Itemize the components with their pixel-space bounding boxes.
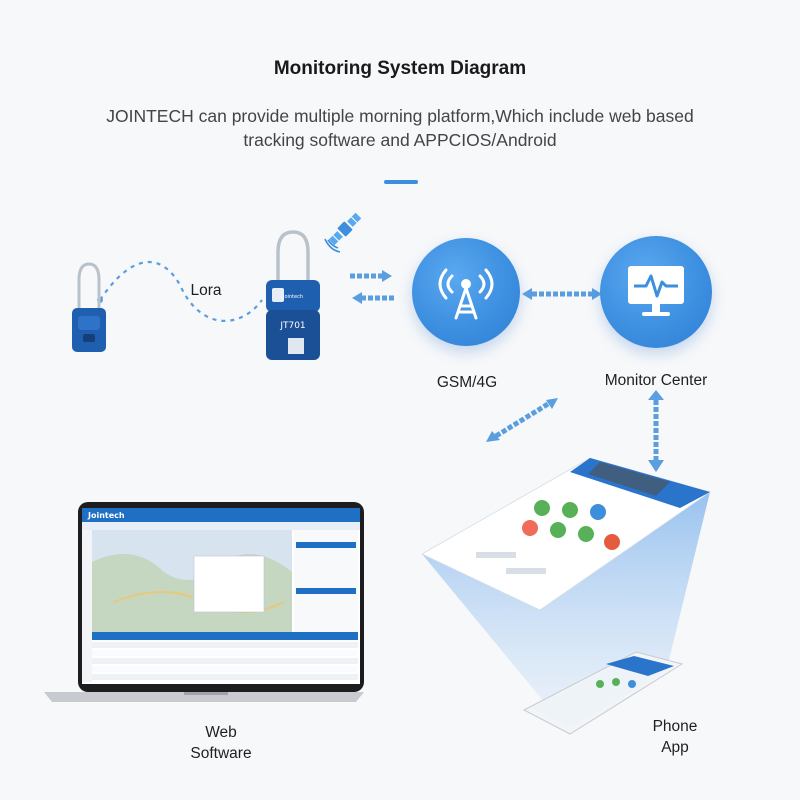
web-label-line-2: Software xyxy=(190,745,252,762)
subtitle-line-2: tracking software and APPCIOS/Android xyxy=(243,130,557,150)
lora-label: Lora xyxy=(190,282,222,299)
diagram-title: Monitoring System Diagram xyxy=(273,58,527,79)
small-padlock-device xyxy=(72,262,106,352)
monitor-heartbeat-icon xyxy=(628,266,684,316)
gsm-web-arrow xyxy=(486,398,558,442)
phone-app-projection xyxy=(421,457,711,735)
diagram-subtitle: JOINTECH can provide multiple morning pl… xyxy=(60,104,740,152)
phone-label-line-2: App xyxy=(661,739,689,756)
gsm-monitor-arrows xyxy=(522,288,602,300)
device-gsm-arrows xyxy=(350,270,394,304)
laptop-app-logo: Jointech xyxy=(87,511,125,520)
subtitle-line-1: JOINTECH can provide multiple morning pl… xyxy=(106,106,694,126)
accent-divider xyxy=(384,180,418,184)
phone-app-label: Phone App xyxy=(630,716,720,758)
device-model-text: JT701 xyxy=(279,321,305,331)
jt701-padlock-device: Jointech JT701 xyxy=(266,230,320,360)
laptop-web-software: Jointech xyxy=(44,502,364,702)
device-brand-text: Jointech xyxy=(282,294,303,300)
satellite-icon xyxy=(324,212,362,253)
web-label-line-1: Web xyxy=(205,724,237,741)
antenna-tower-icon xyxy=(438,268,494,320)
monitor-phone-arrow xyxy=(648,390,664,472)
web-software-label: Web Software xyxy=(176,722,266,764)
gsm-label: GSM/4G xyxy=(436,374,498,391)
monitor-label: Monitor Center xyxy=(604,372,708,389)
phone-label-line-1: Phone xyxy=(652,718,698,735)
